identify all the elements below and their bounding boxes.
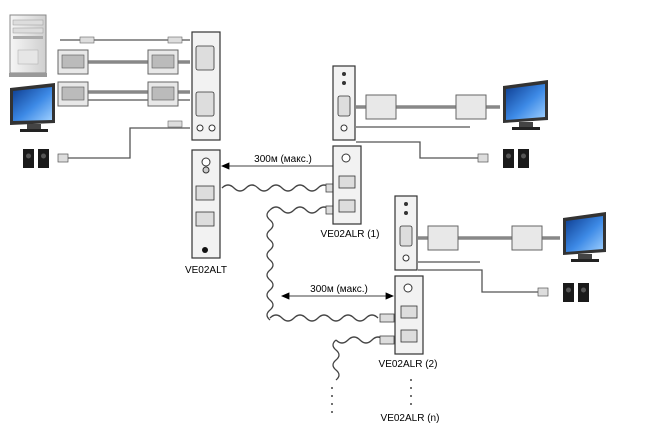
receiver-1-device (332, 65, 362, 225)
vga-connector-r2a (427, 225, 459, 251)
rj45-cable-icon (269, 313, 395, 381)
speakers-icon (23, 149, 49, 168)
vga-connector-r1b (455, 94, 487, 120)
audio-cable-icon (356, 141, 489, 163)
distance-arrow-2 (280, 292, 395, 300)
distance-label-bg-2 (309, 283, 369, 295)
transmitter-label: VE02ALT (185, 265, 227, 276)
speakers-icon (503, 149, 529, 168)
lcd-monitor-icon (10, 83, 55, 132)
lcd-monitor-icon (503, 80, 548, 130)
audio-cable-icon (418, 269, 549, 297)
receiver-1-label: VE02ALR (1) (321, 229, 380, 240)
receiver-2-device (394, 195, 424, 355)
distance-label-bg-1 (253, 153, 313, 165)
transmitter-device (191, 31, 221, 259)
vga-connector-r2b (511, 225, 543, 251)
vga-connector-r1a (365, 94, 397, 120)
rj45-cable-icon (221, 183, 343, 321)
vga-connector-pair-2 (57, 81, 183, 128)
receiver-2-label: VE02ALR (2) (379, 359, 438, 370)
distance-label-2: 300м (макс.) (310, 284, 368, 295)
continuation-dots (331, 379, 412, 413)
distance-label-1: 300м (макс.) (254, 154, 312, 165)
receiver-n-label: VE02ALR (n) (381, 413, 440, 424)
vga-connector-pair-1 (57, 36, 183, 75)
audio-cable-icon (57, 127, 190, 163)
speakers-icon (563, 283, 589, 302)
computer-tower-icon (9, 14, 47, 77)
lcd-monitor-icon (563, 212, 606, 262)
